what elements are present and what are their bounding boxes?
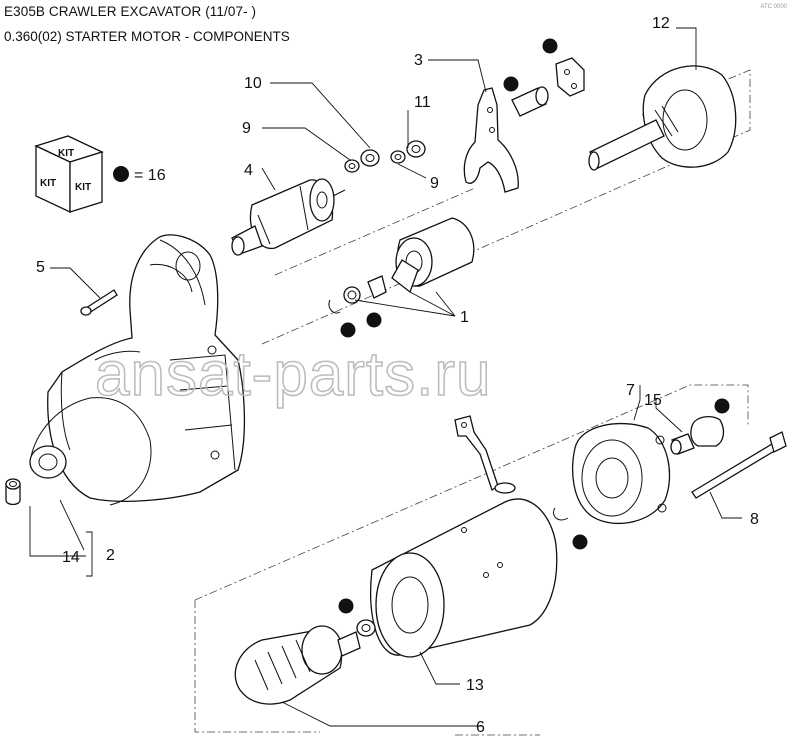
kit-label-left: KIT xyxy=(40,178,56,189)
callout-11: 11 xyxy=(414,94,431,111)
callout-9-right: 9 xyxy=(430,175,439,192)
plunger-small-parts xyxy=(511,57,585,117)
drive-pinion-part-1 xyxy=(328,217,475,314)
kit-legend-dot-icon xyxy=(113,166,129,182)
bushing-part-15 xyxy=(670,415,725,455)
callout-14: 14 xyxy=(62,549,80,566)
callout-7: 7 xyxy=(626,382,635,399)
callout-5: 5 xyxy=(36,259,45,276)
kit-cube-icon: KIT KIT KIT xyxy=(34,135,104,214)
callout-9-left: 9 xyxy=(242,120,251,137)
kit-indicator-dots xyxy=(338,38,730,614)
washers-parts-9-10-11 xyxy=(344,140,426,173)
solenoid-part-4 xyxy=(231,178,346,256)
armature-part-6 xyxy=(234,619,376,705)
callout-2: 2 xyxy=(106,547,115,564)
callout-4: 4 xyxy=(244,162,253,179)
callout-12: 12 xyxy=(652,15,670,32)
callout-13: 13 xyxy=(466,677,484,694)
kit-label-right: KIT xyxy=(75,182,91,193)
bolt-part-5 xyxy=(80,289,118,316)
callout-numbers: 10 9 11 9 4 3 12 5 1 14 2 7 15 8 13 6 xyxy=(36,15,759,736)
intermediate-housing-part-12 xyxy=(588,65,737,171)
drive-end-housing xyxy=(29,234,246,506)
kit-label-top: KIT xyxy=(58,148,74,159)
callout-1: 1 xyxy=(460,309,469,326)
kit-legend-equals: = 16 xyxy=(134,167,166,184)
diagram-title: E305B CRAWLER EXCAVATOR (11/07- ) xyxy=(4,4,257,19)
corner-reference-mark: ATC 0000 xyxy=(760,4,787,10)
callout-8: 8 xyxy=(750,511,759,528)
watermark-text: ansat-parts.ru xyxy=(95,340,492,409)
stator-frame-part-13 xyxy=(369,415,558,658)
through-bolt-part-8 xyxy=(691,431,787,499)
diagram-header: E305B CRAWLER EXCAVATOR (11/07- ) 0.360(… xyxy=(4,4,290,44)
callout-10: 10 xyxy=(244,75,262,92)
callout-15: 15 xyxy=(644,392,662,409)
callout-3: 3 xyxy=(414,52,423,69)
shift-fork-part-3 xyxy=(463,87,519,193)
end-cover-part-7 xyxy=(553,422,671,525)
bushing-part-14 xyxy=(5,478,21,506)
callout-6: 6 xyxy=(476,719,485,736)
leader-lines xyxy=(29,27,742,727)
diagram-subtitle: 0.360(02) STARTER MOTOR - COMPONENTS xyxy=(4,29,290,44)
